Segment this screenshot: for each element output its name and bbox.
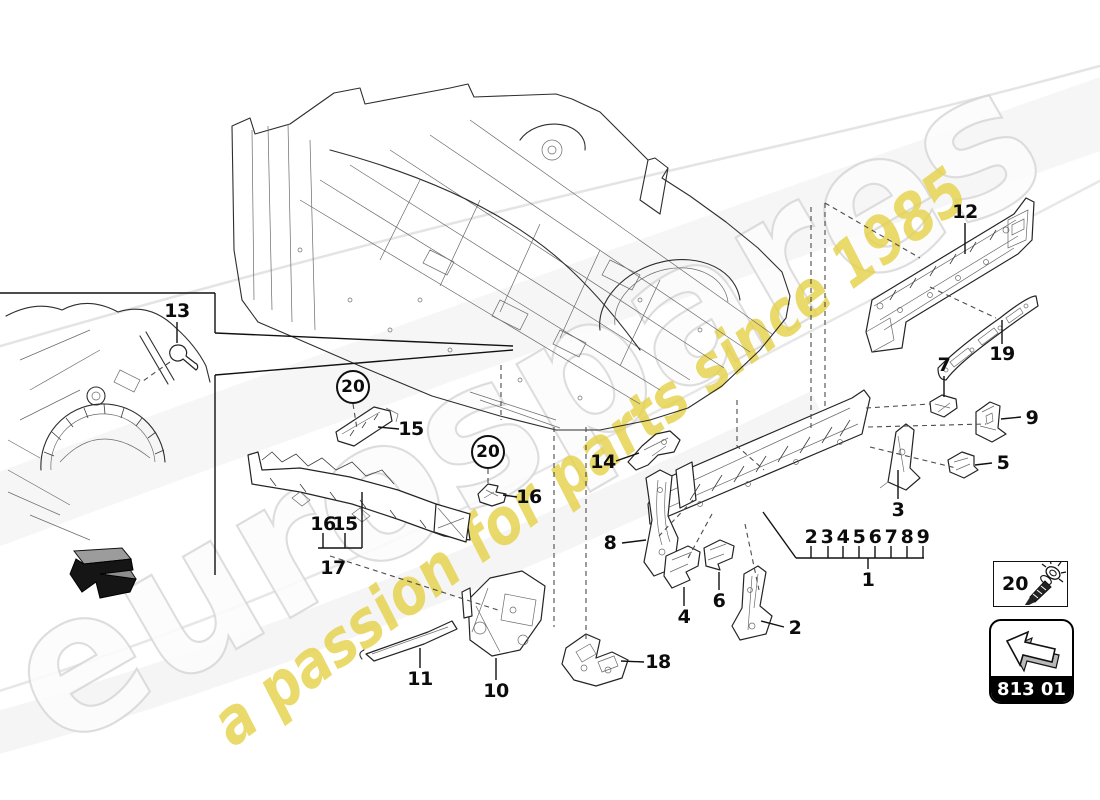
part-callout-16: 16 — [516, 486, 542, 508]
part-callout-9: 9 — [1025, 407, 1039, 429]
fastener-legend-box: 20 — [993, 561, 1068, 607]
part-10-drawing — [461, 570, 546, 657]
part-callout-16b: 16 — [310, 513, 336, 535]
part-5-drawing — [947, 451, 979, 479]
part-13-drawing — [169, 344, 199, 371]
circled-fastener-1: 20 — [336, 370, 370, 404]
group-17-bracket — [318, 492, 363, 549]
ladder-number-4: 4 — [836, 526, 850, 548]
ladder-number-5: 5 — [852, 526, 866, 548]
ladder-number-7: 7 — [884, 526, 898, 548]
part-callout-15b: 15 — [332, 513, 358, 535]
part-callout-11: 11 — [407, 668, 433, 690]
part-17-drawing — [247, 451, 471, 543]
section-code-bar: 813 01 — [991, 676, 1072, 702]
ladder-number-2: 2 — [804, 526, 818, 548]
part-12-drawing — [865, 197, 1035, 353]
swoosh-band — [0, 76, 1100, 547]
part-callout-7: 7 — [937, 354, 951, 376]
part-18-drawing — [561, 633, 629, 687]
ladder-number-6: 6 — [868, 526, 882, 548]
part-7-drawing — [929, 394, 958, 418]
part-callout-6: 6 — [712, 590, 726, 612]
ladder-number-3: 3 — [820, 526, 834, 548]
part-callout-17: 17 — [320, 557, 346, 579]
callout-leader-lines — [176, 223, 1022, 680]
part-4-drawing — [663, 545, 701, 589]
part-callout-15: 15 — [398, 418, 424, 440]
part-callout-4: 4 — [677, 606, 691, 628]
screw-icon — [1024, 562, 1067, 605]
part-callout-18: 18 — [645, 651, 671, 673]
inset-projection-lines — [214, 332, 514, 376]
ladder-number-8: 8 — [900, 526, 914, 548]
part-19-drawing — [937, 295, 1039, 381]
fastener-legend-number: 20 — [1002, 573, 1029, 595]
swoosh-arc-upper — [0, 64, 1100, 348]
direction-arrow-icon — [69, 547, 137, 599]
part-callout-10: 10 — [483, 680, 509, 702]
part-callout-13: 13 — [164, 300, 190, 322]
part-callout-5: 5 — [996, 452, 1010, 474]
part-callout-8: 8 — [603, 532, 617, 554]
part-11-drawing — [359, 620, 458, 662]
part-6-drawing — [703, 539, 735, 571]
part-14-drawing — [627, 430, 681, 471]
section-arrow-icon — [1005, 630, 1060, 673]
circled-fastener-2: 20 — [471, 435, 505, 469]
part-callout-14: 14 — [590, 451, 616, 473]
assembly-dashed-lines — [142, 202, 997, 640]
group-1-ladder — [762, 511, 924, 569]
inset-wheelhouse-drawing — [5, 302, 211, 541]
inset-detail-box — [0, 292, 514, 575]
part-callout-1: 1 — [861, 569, 875, 591]
part-2-drawing — [731, 565, 773, 641]
section-code-text: 813 01 — [997, 678, 1066, 700]
part-callout-2: 2 — [788, 617, 802, 639]
part-15-drawing — [335, 406, 399, 447]
part-3-drawing — [879, 423, 921, 491]
part-16-drawing — [477, 483, 507, 507]
part-9-drawing — [975, 401, 1007, 443]
underbody-main-drawing — [231, 83, 791, 431]
part-callout-19: 19 — [989, 343, 1015, 365]
ladder-number-9: 9 — [916, 526, 930, 548]
part-callout-12: 12 — [952, 201, 978, 223]
section-code-box: 813 01 — [989, 619, 1074, 704]
part-callout-3: 3 — [891, 499, 905, 521]
